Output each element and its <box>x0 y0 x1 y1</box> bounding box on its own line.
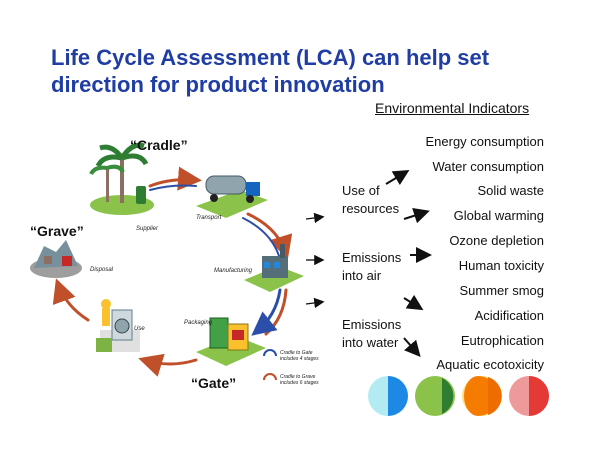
legend-gate-swatch <box>263 349 277 357</box>
cradle-label: “Cradle” <box>130 137 188 153</box>
category-water: Emissions into water <box>342 316 401 352</box>
circle-orange <box>462 376 502 416</box>
transport-illustration <box>196 175 268 218</box>
indicator-summer-smog: Summer smog <box>459 283 544 298</box>
indicator-aquatic-ecotoxicity: Aquatic ecotoxicity <box>436 357 544 372</box>
stage-transport: Transport <box>196 215 222 221</box>
stage-supplier: Supplier <box>136 226 159 232</box>
supplier-illustration <box>89 142 154 215</box>
use-illustration <box>96 299 140 352</box>
cycle-arrows <box>52 166 293 377</box>
legend-swatches <box>263 349 277 381</box>
title-line-1: Life Cycle Assessment (LCA) can help set <box>51 45 490 70</box>
indicator-ozone-depletion: Ozone depletion <box>449 233 544 248</box>
category-resources-line-2: resources <box>342 201 400 216</box>
indicator-solid-waste: Solid waste <box>477 183 544 198</box>
manufacturing-illustration <box>244 244 304 292</box>
stage-disposal: Disposal <box>90 267 114 273</box>
legend-gate-title: Cradle to Gate <box>280 350 313 356</box>
indicator-global-warming: Global warming <box>453 208 544 223</box>
grave-label: “Grave” <box>30 223 84 239</box>
decorative-circles <box>368 376 549 416</box>
legend-gate-sub: includes 4 stages <box>280 356 319 362</box>
indicator-energy-consumption: Energy consumption <box>425 134 544 149</box>
circle-green <box>415 376 455 416</box>
legend-grave-title: Cradle to Grave <box>280 374 316 380</box>
legend-grave-swatch <box>263 373 277 381</box>
indicator-water-consumption: Water consumption <box>432 159 544 174</box>
category-air: Emissions into air <box>342 249 401 285</box>
arrow-manufacturing-to-packaging <box>264 288 288 336</box>
category-water-line-2: into water <box>342 335 399 350</box>
legend-grave: Cradle to Grave includes 6 stages <box>280 374 319 386</box>
category-to-indicator-arrows <box>385 169 432 358</box>
title-line-2: direction for product innovation <box>51 72 385 97</box>
indicator-human-toxicity: Human toxicity <box>458 258 544 273</box>
indicator-acidification: Acidification <box>474 308 544 323</box>
category-air-line-1: Emissions <box>342 250 402 265</box>
arrow-supplier-to-transport <box>148 166 202 191</box>
indicator-eutrophication: Eutrophication <box>460 333 544 348</box>
environmental-indicators-heading: Environmental Indicators <box>375 100 530 116</box>
circle-red <box>509 376 549 416</box>
category-water-line-1: Emissions <box>342 317 402 332</box>
stage-packaging: Packaging <box>184 320 213 326</box>
arrow-packaging-to-use <box>138 353 198 377</box>
cycle-to-category-arrows <box>305 212 325 309</box>
category-air-line-2: into air <box>342 268 382 283</box>
stage-use: Use <box>134 326 145 332</box>
disposal-illustration <box>30 240 82 278</box>
slide-title: Life Cycle Assessment (LCA) can help set… <box>51 44 489 98</box>
legend-grave-sub: includes 6 stages <box>280 380 319 386</box>
category-resources: Use of resources <box>342 182 399 218</box>
circle-blue <box>368 376 408 416</box>
legend-gate: Cradle to Gate includes 4 stages <box>280 350 319 362</box>
arrow-use-to-disposal <box>52 278 90 322</box>
packaging-illustration <box>196 317 266 366</box>
category-resources-line-1: Use of <box>342 183 380 198</box>
gate-label: “Gate” <box>191 375 237 391</box>
stage-manufacturing: Manufacturing <box>214 268 253 274</box>
